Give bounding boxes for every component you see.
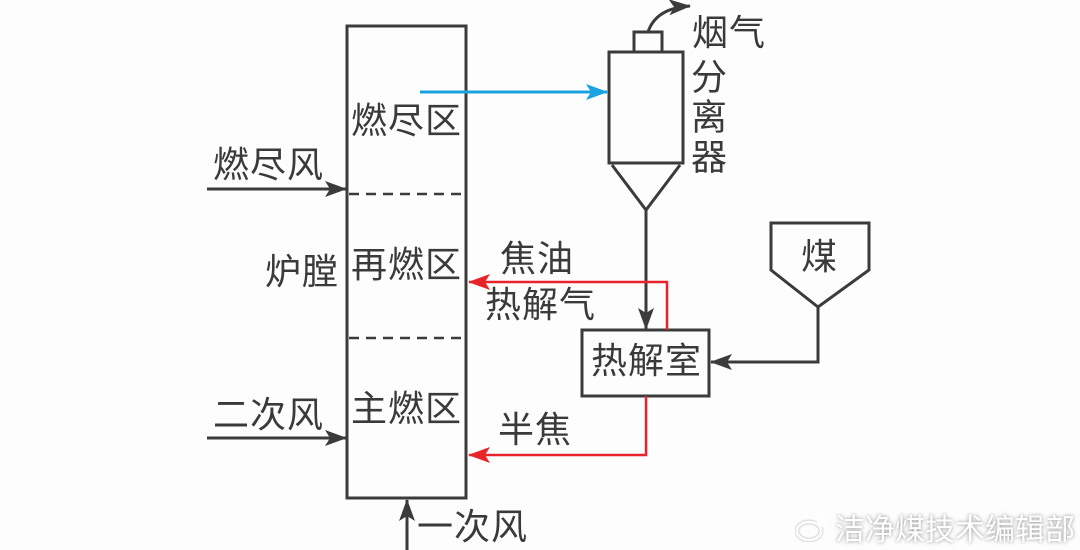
separator-label: 分离器: [685, 58, 726, 178]
watermark: 洁净煤技术编辑部: [795, 505, 1075, 549]
semi-coke-label: 半焦: [498, 410, 573, 451]
separator-cone: [610, 164, 682, 213]
zone-label-reburn: 再燃区: [351, 245, 463, 286]
tar-gas-return-arrow: [468, 274, 669, 330]
coal-label: 煤: [801, 237, 839, 278]
zone-label-burnout: 燃尽区: [351, 101, 463, 142]
coal-hopper: [769, 221, 871, 309]
watermark-text: 洁净煤技术编辑部: [835, 513, 1075, 548]
primary-air-label: 一次风: [417, 507, 529, 548]
coal-feed-arrow: [710, 307, 820, 370]
pyrolysis-chamber-label: 热解室: [591, 341, 703, 382]
furnace-label: 炉膛: [265, 252, 340, 293]
burnout-air-label: 燃尽风: [213, 145, 325, 186]
flue-gas-label: 烟气: [692, 13, 767, 54]
tar-label: 焦油: [500, 239, 575, 280]
weibo-icon: [795, 516, 827, 542]
flue-gas-outlet-arrow: [646, 0, 691, 33]
furnace-box: [345, 24, 468, 500]
separator-body: [607, 50, 685, 165]
secondary-air-label: 二次风: [213, 395, 325, 436]
pyrolysis-gas-label: 热解气: [485, 285, 597, 326]
zone-label-main: 主燃区: [351, 389, 463, 430]
semi-coke-return-arrow: [468, 396, 648, 463]
separator-nozzle: [632, 30, 664, 54]
